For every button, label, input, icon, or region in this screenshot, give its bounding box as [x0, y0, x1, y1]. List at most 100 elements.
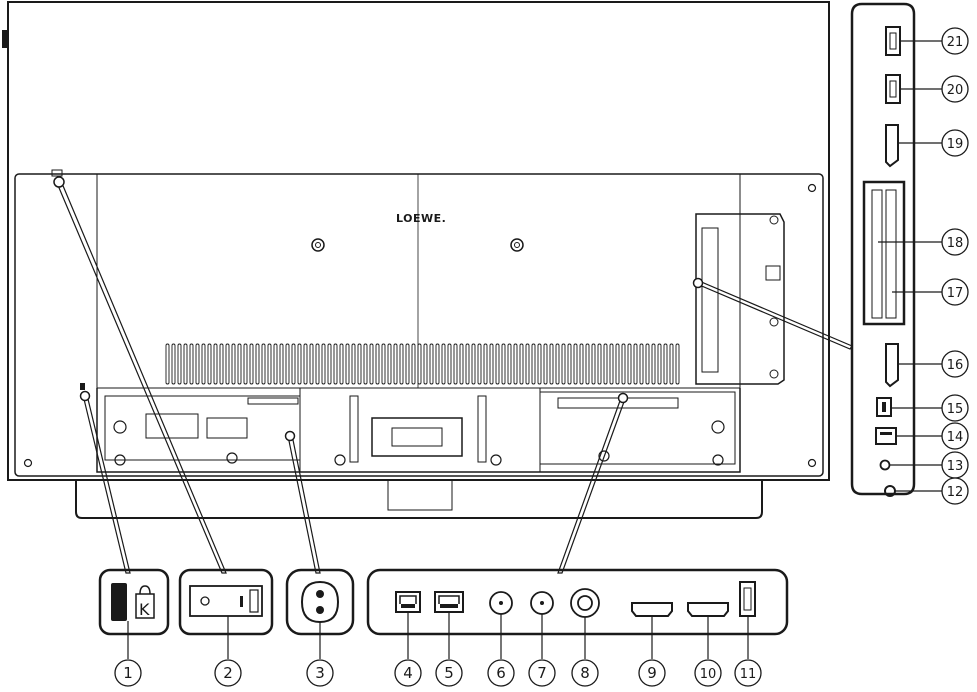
vent-slot: [657, 343, 662, 385]
vent-slot: [267, 343, 272, 385]
callout-19: 19: [941, 129, 969, 157]
kensington-panel: K: [98, 568, 170, 636]
power-switch-panel: [178, 568, 274, 636]
vent-slot: [459, 343, 464, 385]
vent-slot: [531, 343, 536, 385]
coax-port-8-icon: [570, 588, 600, 618]
svg-text:12: 12: [947, 485, 964, 500]
vent-slot: [399, 343, 404, 385]
vent-slot: [609, 343, 614, 385]
callout-9: 9: [638, 659, 666, 687]
audio-jack-13-icon: [879, 459, 891, 471]
vent-slot: [243, 343, 248, 385]
callout-8: 8: [571, 659, 599, 687]
vent-slot: [345, 343, 350, 385]
side-callout-lines: [878, 40, 942, 492]
brand-logo: LOEWE.: [396, 212, 446, 225]
callout-13: 13: [941, 451, 969, 479]
hdmi-port-16-icon: [885, 343, 899, 388]
vent-slot: [411, 343, 416, 385]
svg-text:18: 18: [947, 236, 964, 251]
vent-slot: [171, 343, 176, 385]
vent-slot: [357, 343, 362, 385]
ci-slot-icon: [862, 180, 906, 326]
svg-text:4: 4: [403, 664, 413, 682]
leader-lines: [53, 176, 853, 574]
mini-usb-port-15-icon: [876, 397, 892, 417]
ethernet-port-14-icon: [875, 427, 897, 445]
svg-text:8: 8: [580, 664, 590, 682]
vent-slot: [567, 343, 572, 385]
callout-6: 6: [487, 659, 515, 687]
vent-slot: [465, 343, 470, 385]
usb-port-20-icon: [885, 74, 901, 104]
svg-text:5: 5: [444, 664, 454, 682]
vent-slot: [369, 343, 374, 385]
vent-slot: [435, 343, 440, 385]
vent-slot: [447, 343, 452, 385]
vent-slot: [351, 343, 356, 385]
vent-slot: [675, 343, 680, 385]
vent-slot: [165, 343, 170, 385]
vent-slot: [363, 343, 368, 385]
side-callout-numbers: 21 20 19 18 17 16 15 14 13 12: [941, 27, 969, 505]
vent-slot: [309, 343, 314, 385]
vent-slot: [615, 343, 620, 385]
callout-2: 2: [214, 659, 242, 687]
vent-slot: [603, 343, 608, 385]
vent-slot: [291, 343, 296, 385]
vent-slot: [573, 343, 578, 385]
hdmi-port-19-icon: [885, 124, 899, 168]
svg-text:10: 10: [700, 667, 717, 682]
svg-text:7: 7: [537, 664, 547, 682]
vent-slot: [393, 343, 398, 385]
vent-slot: [207, 343, 212, 385]
vent-slot: [405, 343, 410, 385]
vent-slot: [231, 343, 236, 385]
vent-slot: [621, 343, 626, 385]
vent-slot: [177, 343, 182, 385]
vent-slot: [597, 343, 602, 385]
vent-slot: [585, 343, 590, 385]
hdmi-port-9-icon: [631, 602, 673, 617]
callout-15: 15: [941, 394, 969, 422]
vent-slot: [375, 343, 380, 385]
vent-slot: [519, 343, 524, 385]
vent-slot: [225, 343, 230, 385]
hdmi-port-10-icon: [687, 602, 729, 617]
svg-text:20: 20: [947, 83, 964, 98]
power-socket-icon: [300, 580, 340, 624]
svg-text:3: 3: [315, 664, 325, 682]
svg-text:15: 15: [947, 402, 964, 417]
usb-port-11-icon: [739, 581, 756, 617]
svg-text:17: 17: [947, 286, 964, 301]
vent-slot: [513, 343, 518, 385]
vent-slot: [543, 343, 548, 385]
tv-rear-body: LOEWE.: [2, 1, 830, 519]
vent-slot: [591, 343, 596, 385]
vent-slot: [525, 343, 530, 385]
vent-slot: [645, 343, 650, 385]
vent-slot: [453, 343, 458, 385]
vent-slot: [285, 343, 290, 385]
callout-16: 16: [941, 350, 969, 378]
vent-slot: [429, 343, 434, 385]
svg-text:19: 19: [947, 137, 964, 152]
svg-text:21: 21: [947, 35, 964, 50]
vent-slot: [549, 343, 554, 385]
vent-slot: [387, 343, 392, 385]
vent-slot: [669, 343, 674, 385]
vent-slot: [213, 343, 218, 385]
vent-slot: [183, 343, 188, 385]
usb-port-21-icon: [885, 26, 901, 56]
vent-slot: [255, 343, 260, 385]
callout-14: 14: [941, 422, 969, 450]
vent-slot: [537, 343, 542, 385]
vent-slot: [381, 343, 386, 385]
kensington-glyph: K: [139, 600, 150, 619]
side-connector-panel: [850, 2, 916, 497]
vent-slot: [423, 343, 428, 385]
vent-slot: [501, 343, 506, 385]
vent-slot: [201, 343, 206, 385]
power-switch-icon: [189, 585, 263, 617]
